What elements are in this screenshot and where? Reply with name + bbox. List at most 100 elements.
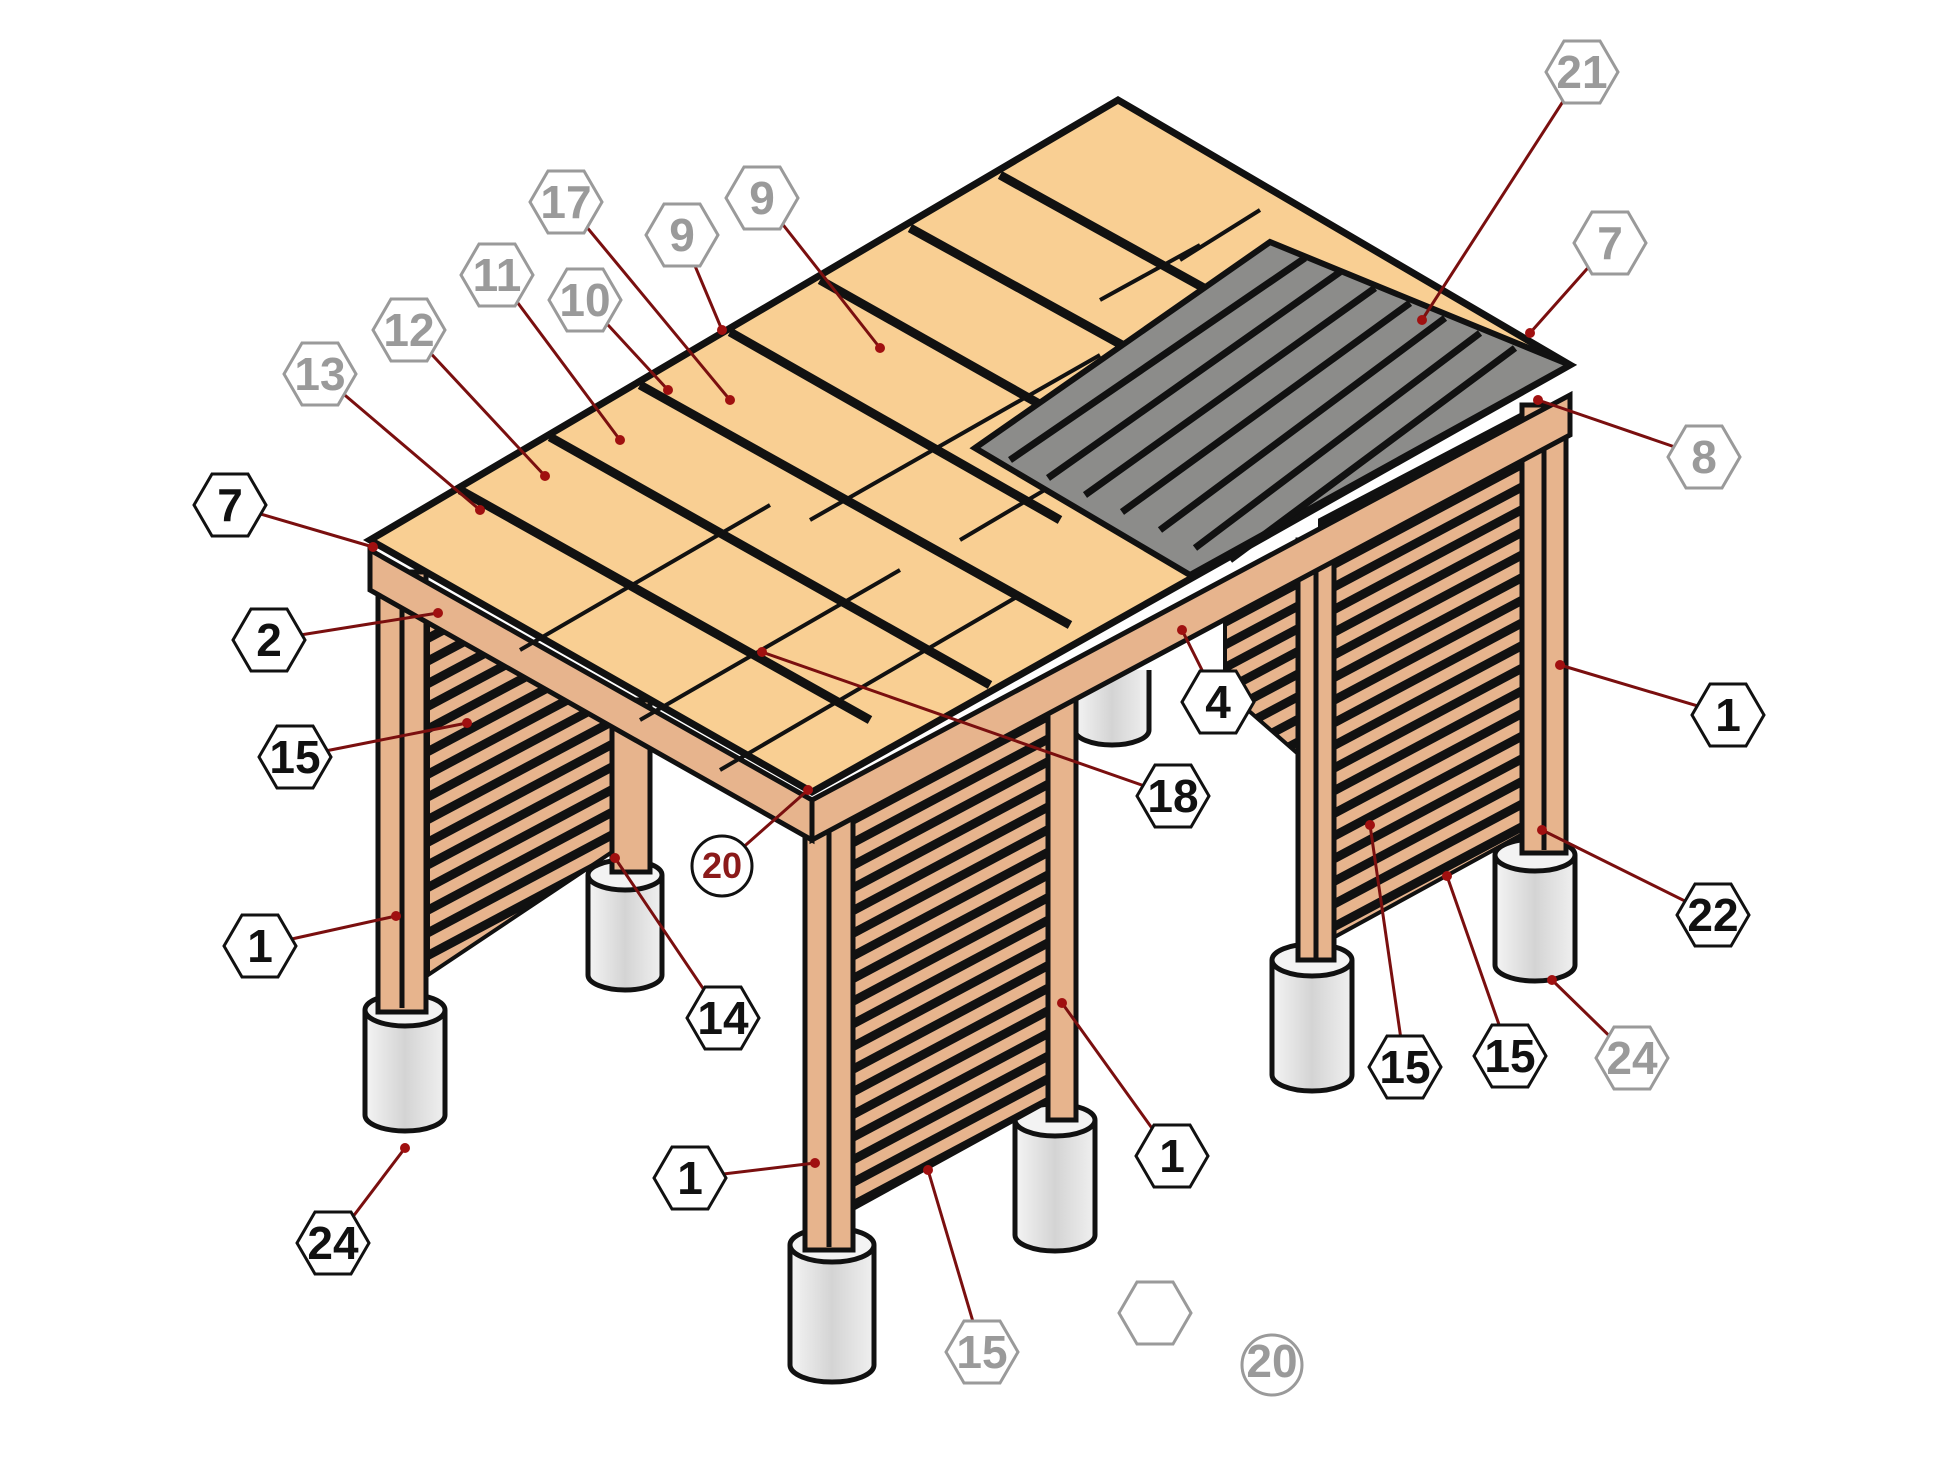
callout-hexagon-shape: [1666, 424, 1742, 490]
callout-1: 1: [1134, 1123, 1210, 1189]
callout-number: 8: [1691, 431, 1717, 483]
leader-anchor-dot: [1417, 315, 1427, 325]
callout-number: 4: [1205, 676, 1231, 728]
callout-10: 10: [547, 267, 623, 333]
callout-hexagon-shape: [1675, 882, 1751, 948]
callout-15: 15: [944, 1319, 1020, 1385]
footing-front-left: [362, 991, 448, 1134]
leader-anchor-dot: [1057, 998, 1067, 1008]
leader-anchor-dot: [391, 911, 401, 921]
callout-14: 14: [685, 985, 761, 1051]
roof-metal-ribs: [1008, 255, 1518, 563]
callout-number: 15: [1379, 1041, 1430, 1093]
callout-number: 20: [702, 845, 742, 886]
callout-22: 22: [1675, 882, 1751, 948]
callout-13: 13: [282, 341, 358, 407]
callout-hexagon-shape: [547, 267, 623, 333]
callout-number: 7: [217, 479, 243, 531]
leader-anchor-dot: [475, 505, 485, 515]
leader-anchor-dot: [540, 471, 550, 481]
callout-number: 24: [307, 1217, 359, 1269]
leader-anchor-dot: [1537, 825, 1547, 835]
leader-anchor-dot: [400, 1143, 410, 1153]
callout-hexagon-shape: [644, 202, 720, 268]
leader-anchor-dot: [1525, 328, 1535, 338]
callout-blank: [1117, 1280, 1193, 1346]
callout-20: 20: [1240, 1333, 1304, 1397]
callout-hexagon-shape: [1472, 1023, 1548, 1089]
post-front-mid: [1045, 677, 1079, 1123]
roof-metal-sheet: [969, 238, 1577, 579]
callout-number: 15: [1484, 1030, 1535, 1082]
callout-4: 4: [1180, 669, 1256, 735]
callout-number: 1: [677, 1152, 703, 1204]
leader-line: [1368, 824, 1407, 1068]
leader-line: [319, 372, 481, 512]
callout-number: 1: [1715, 689, 1741, 741]
callout-hexagon-shape: [724, 165, 800, 231]
callout-number: 20: [1246, 1335, 1297, 1387]
callout-15: 15: [257, 724, 333, 790]
callout-hexagon-shape: [1135, 763, 1211, 829]
callout-number: 1: [1159, 1130, 1185, 1182]
callout-number: 7: [1597, 217, 1623, 269]
callout-9: 9: [724, 165, 800, 231]
leader-anchor-dot: [610, 853, 620, 863]
callout-hexagon-shape: [652, 1145, 728, 1211]
leader-anchor-dot: [803, 785, 813, 795]
callout-24: 24: [1594, 1025, 1670, 1091]
callout-number: 11: [473, 249, 522, 301]
leader-anchor-dot: [663, 385, 673, 395]
leader-anchor-dot: [1365, 820, 1375, 830]
callout-hexagon-shape: [295, 1210, 371, 1276]
callout-number: 12: [383, 304, 434, 356]
leader-anchor-dot: [725, 395, 735, 405]
callout-15: 15: [1472, 1023, 1548, 1089]
callout-8: 8: [1666, 424, 1742, 490]
callout-11: 11: [459, 242, 535, 308]
callout-circle-shape: [690, 834, 754, 898]
roof-rafters: [457, 171, 1243, 724]
callout-number: 15: [956, 1326, 1007, 1378]
callout-2: 2: [231, 607, 307, 673]
leader-anchor-dot: [1555, 660, 1565, 670]
leader-anchor-dot: [810, 1158, 820, 1168]
beam-front: [809, 390, 1573, 845]
callout-hexagon-shape: [222, 913, 298, 979]
callout-hexagon-shape: [1117, 1280, 1193, 1346]
leader-line: [761, 650, 1174, 798]
callout-number: 14: [697, 992, 749, 1044]
callout-number: 9: [749, 172, 775, 224]
callout-hexagon-shape: [1544, 39, 1620, 105]
callout-hexagon-shape: [1367, 1034, 1443, 1100]
callout-number: 22: [1687, 889, 1738, 941]
callout-7: 7: [1572, 210, 1648, 276]
callout-18: 18: [1135, 763, 1211, 829]
leader-anchor-dot: [462, 718, 472, 728]
leader-anchor-dot: [1533, 395, 1543, 405]
leader-anchor-dot: [1547, 975, 1557, 985]
callout-number: 17: [540, 176, 591, 228]
footing-right-front: [1269, 941, 1355, 1094]
footing-mid-center: [1012, 1101, 1098, 1254]
callout-hexagon-shape: [459, 242, 535, 308]
callout-20: 20: [690, 834, 754, 898]
callout-number: 21: [1556, 46, 1607, 98]
callout-hexagon-shape: [1572, 210, 1648, 276]
callout-hexagon-shape: [371, 297, 447, 363]
callout-1: 1: [1690, 682, 1766, 748]
leader-anchor-dot: [615, 435, 625, 445]
callout-number: 24: [1606, 1032, 1658, 1084]
footing-right-back: [1492, 836, 1578, 984]
leader-anchor-dot: [875, 343, 885, 353]
callout-9: 9: [644, 202, 720, 268]
callout-hexagon-shape: [528, 169, 604, 235]
leader-anchor-dot: [923, 1165, 933, 1175]
leader-line: [1420, 71, 1584, 321]
callout-hexagon-shape: [685, 985, 761, 1051]
callout-hexagon-shape: [192, 472, 268, 538]
callout-number: 13: [294, 348, 345, 400]
callout-17: 17: [528, 169, 604, 235]
footing-back-left: [585, 857, 665, 993]
